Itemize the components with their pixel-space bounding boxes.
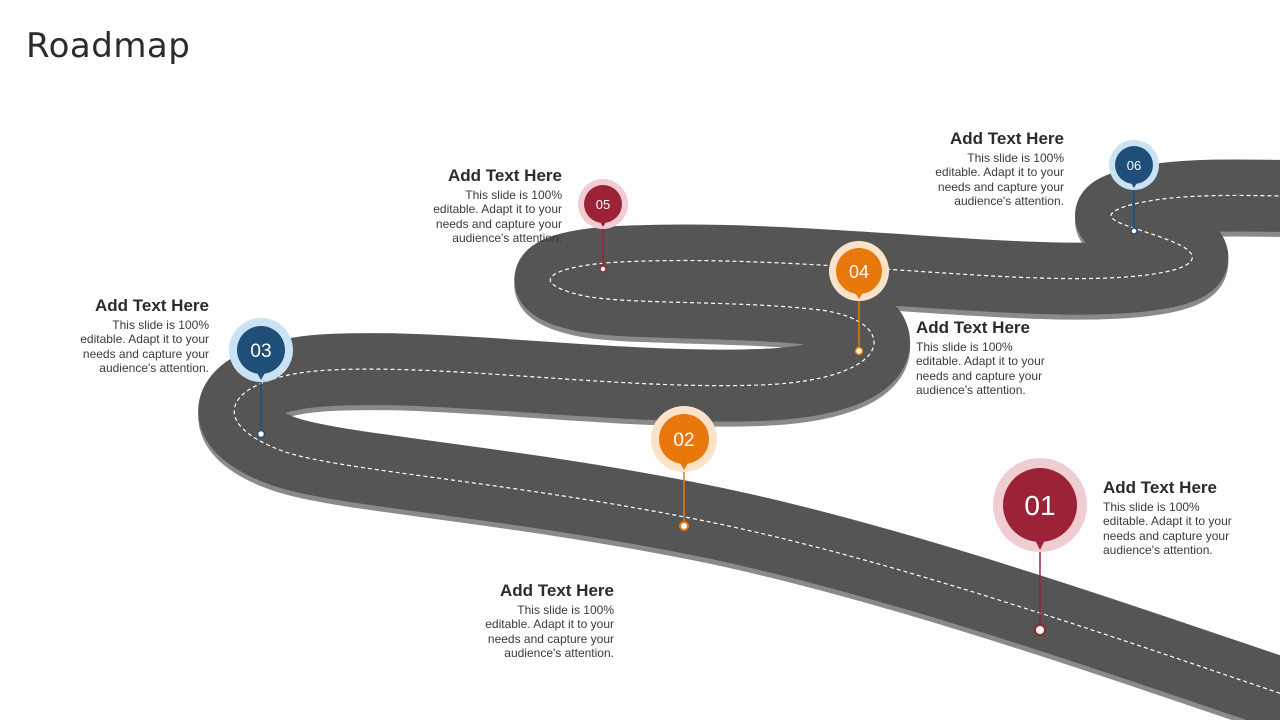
road-surface [198,159,1280,720]
milestone-description: This slide is 100%editable. Adapt it to … [916,340,1045,397]
milestone-heading: Add Text Here [1103,478,1217,497]
pin-number: 06 [1127,158,1141,173]
milestone-description: This slide is 100%editable. Adapt it to … [935,151,1064,208]
milestone-text-03: Add Text Here This slide is 100%editable… [9,296,209,375]
milestone-description: This slide is 100%editable. Adapt it to … [485,603,614,660]
milestone-pin-03: 03 [229,318,293,439]
milestone-pin-01: 01 [993,458,1087,636]
milestone-heading: Add Text Here [95,296,209,315]
pin-number: 05 [596,197,610,212]
milestone-heading: Add Text Here [448,166,562,185]
pin-number: 04 [849,262,869,282]
milestone-heading: Add Text Here [950,129,1064,148]
page-title: Roadmap [26,26,191,66]
milestone-description: This slide is 100%editable. Adapt it to … [433,188,562,245]
milestone-pin-06: 06 [1109,140,1159,235]
milestone-pin-02: 02 [651,406,717,531]
milestone-text-02: Add Text Here This slide is 100%editable… [414,581,614,660]
milestone-description: This slide is 100%editable. Adapt it to … [1103,500,1232,557]
milestone-pin-05: 05 [578,179,628,273]
pin-number: 02 [673,430,694,451]
milestone-text-04: Add Text Here This slide is 100%editable… [916,318,1116,397]
milestone-pin-04: 04 [829,241,889,356]
milestone-heading: Add Text Here [500,581,614,600]
milestone-description: This slide is 100%editable. Adapt it to … [80,318,209,375]
pin-number: 01 [1024,490,1055,521]
milestone-text-01: Add Text Here This slide is 100%editable… [1103,478,1280,557]
pin-number: 03 [250,341,271,362]
milestone-text-05: Add Text Here This slide is 100%editable… [362,166,562,245]
milestone-text-06: Add Text Here This slide is 100%editable… [864,129,1064,208]
milestone-heading: Add Text Here [916,318,1030,337]
